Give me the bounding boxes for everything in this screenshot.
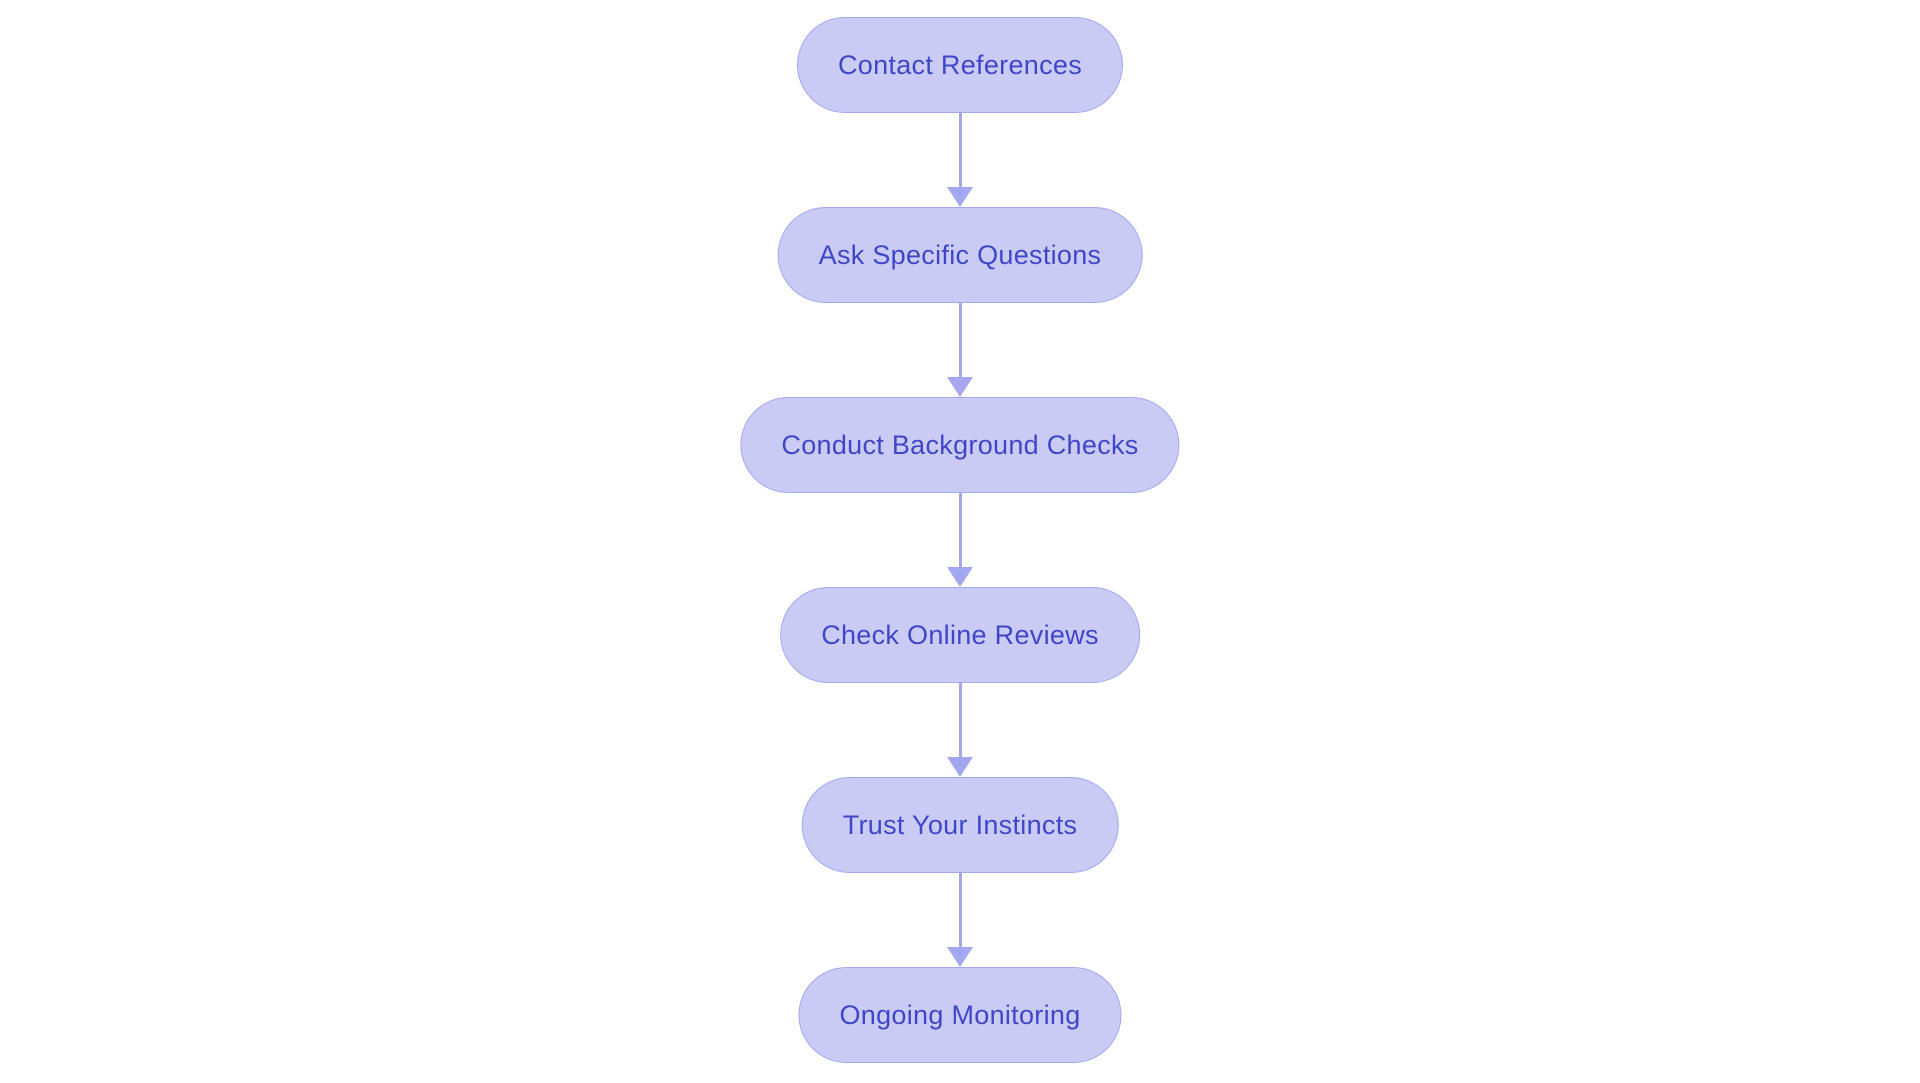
arrowhead-down-icon xyxy=(947,377,973,397)
arrowhead-down-icon xyxy=(947,757,973,777)
flow-node-label: Check Online Reviews xyxy=(821,620,1099,650)
flow-node-contact-references[interactable]: Contact References xyxy=(796,17,1124,113)
flow-arrow-1-2 xyxy=(947,113,973,207)
arrowhead-down-icon xyxy=(947,567,973,587)
flow-node-check-online-reviews[interactable]: Check Online Reviews xyxy=(780,587,1140,683)
flow-node-label: Ask Specific Questions xyxy=(818,240,1102,270)
arrow-line xyxy=(958,873,962,947)
flow-node-label: Trust Your Instincts xyxy=(842,810,1078,840)
flow-node-label: Ongoing Monitoring xyxy=(839,1000,1081,1030)
arrowhead-down-icon xyxy=(947,947,973,967)
flow-node-label: Contact References xyxy=(837,50,1083,80)
flow-node-trust-your-instincts[interactable]: Trust Your Instincts xyxy=(801,777,1119,873)
flow-node-label: Conduct Background Checks xyxy=(781,430,1139,460)
arrow-line xyxy=(958,113,962,187)
flow-node-ongoing-monitoring[interactable]: Ongoing Monitoring xyxy=(798,967,1122,1063)
arrow-line xyxy=(958,493,962,567)
flow-arrow-4-5 xyxy=(947,683,973,777)
flow-node-ask-specific-questions[interactable]: Ask Specific Questions xyxy=(777,207,1143,303)
flow-arrow-2-3 xyxy=(947,303,973,397)
arrowhead-down-icon xyxy=(947,187,973,207)
arrow-line xyxy=(958,683,962,757)
flow-arrow-5-6 xyxy=(947,873,973,967)
arrow-line xyxy=(958,303,962,377)
flow-node-conduct-background-checks[interactable]: Conduct Background Checks xyxy=(740,397,1180,493)
flow-arrow-3-4 xyxy=(947,493,973,587)
